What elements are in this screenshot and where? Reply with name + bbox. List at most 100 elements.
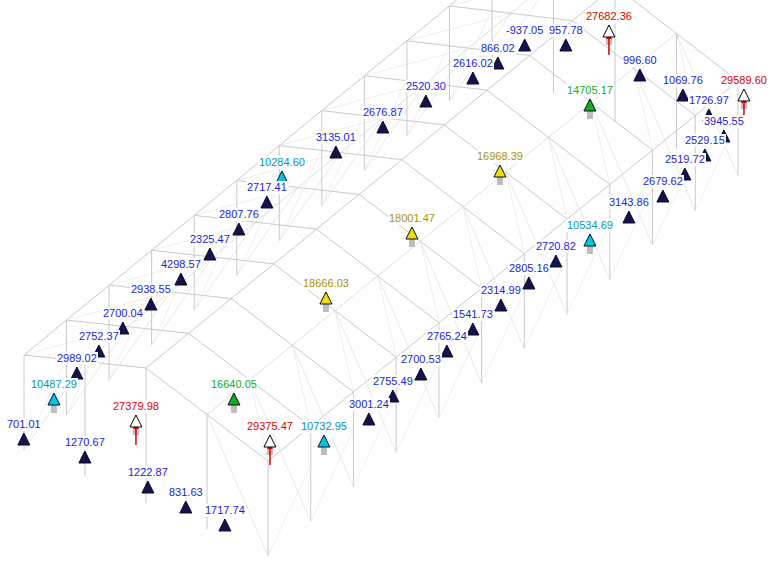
reaction-value: 2700.53 <box>400 353 442 366</box>
rafter-line <box>359 194 481 288</box>
support-triangle <box>738 89 750 101</box>
reaction-value: 10534.69 <box>566 219 614 232</box>
reaction-value: 3143.86 <box>608 196 650 209</box>
wall-brace-line <box>268 464 311 556</box>
eave-line <box>152 215 195 250</box>
reaction-value: 831.63 <box>168 486 204 499</box>
support-triangle <box>228 393 240 405</box>
support-triangle <box>560 39 572 51</box>
wall-brace-line <box>567 223 610 315</box>
brace-line <box>364 83 425 171</box>
support-triangle <box>330 146 342 158</box>
wall-brace-line <box>311 430 354 522</box>
support-triangle <box>363 413 375 425</box>
support-triangle <box>523 277 535 289</box>
support-base <box>409 239 415 247</box>
reaction-value: 1717.74 <box>204 504 246 517</box>
support-triangle <box>415 368 427 380</box>
rafter-line <box>402 160 525 254</box>
reaction-value: 2938.55 <box>130 283 172 296</box>
support-base <box>51 405 57 413</box>
reaction-value: 2529.15 <box>684 134 726 147</box>
column-line <box>567 219 568 314</box>
reaction-value: 29375.47 <box>246 420 294 433</box>
bracing-line <box>237 153 341 181</box>
reaction-arrow <box>269 447 271 465</box>
bracing-line <box>24 327 128 355</box>
eave-line <box>567 185 610 220</box>
support-triangle <box>48 393 60 405</box>
support-triangle <box>441 345 453 357</box>
brace-line <box>463 207 524 349</box>
bracing-line <box>109 257 213 285</box>
support-triangle <box>320 292 332 304</box>
support-base <box>321 447 327 455</box>
support-triangle <box>142 481 154 493</box>
support-triangle <box>657 190 669 202</box>
reaction-arrow <box>608 37 610 55</box>
reaction-value: 957.78 <box>548 24 584 37</box>
support-triangle <box>18 433 30 445</box>
purlin-line <box>292 311 335 346</box>
reaction-value: 2700.04 <box>102 307 144 320</box>
reaction-value: 2676.87 <box>362 106 404 119</box>
reaction-value: 2519.72 <box>664 153 706 166</box>
support-triangle <box>175 273 187 285</box>
support-triangle <box>420 95 432 107</box>
reaction-value: 2717.41 <box>246 181 288 194</box>
ridge-line <box>274 229 317 264</box>
reaction-value: 10284.60 <box>258 156 306 169</box>
support-base <box>323 304 329 312</box>
wall-brace-line <box>24 358 67 450</box>
support-triangle <box>495 299 507 311</box>
column-line <box>449 6 450 101</box>
purlin-line <box>548 103 591 138</box>
reaction-value: 10487.29 <box>30 378 78 391</box>
ridge-line <box>189 299 232 334</box>
column-line <box>364 76 365 171</box>
rafter-line <box>317 229 439 323</box>
support-base <box>231 405 237 413</box>
reaction-value: 27379.98 <box>112 400 160 413</box>
support-triangle <box>204 248 216 260</box>
gable-column <box>676 34 677 149</box>
support-triangle <box>634 69 646 81</box>
support-triangle <box>318 435 330 447</box>
wall-brace-line <box>653 154 696 246</box>
brace-line <box>292 345 353 487</box>
reaction-value: -937.05 <box>505 24 544 37</box>
bracing-line <box>152 222 256 250</box>
reaction-value: 3135.01 <box>315 131 357 144</box>
reaction-value: 18666.03 <box>302 277 350 290</box>
support-triangle <box>145 298 157 310</box>
support-triangle <box>406 227 418 239</box>
rafter-line <box>274 264 396 358</box>
ridge-line <box>317 194 360 229</box>
brace-line <box>207 415 268 557</box>
support-base <box>587 246 593 254</box>
support-triangle <box>494 165 506 177</box>
reaction-value: 10732.95 <box>300 420 348 433</box>
wall-brace-line <box>237 184 280 276</box>
rafter-line <box>444 125 567 219</box>
column-line <box>481 288 482 383</box>
reaction-value: 2805.16 <box>508 262 550 275</box>
support-triangle <box>130 415 142 427</box>
wall-brace-line <box>482 292 525 384</box>
support-base <box>497 177 503 185</box>
column-line <box>396 357 397 452</box>
brace-line <box>152 257 213 345</box>
column-line <box>738 81 739 176</box>
eave-line <box>109 250 152 285</box>
ridge-line <box>444 90 487 125</box>
rafter-line <box>189 333 311 426</box>
support-triangle <box>467 323 479 335</box>
eave-line <box>407 6 450 41</box>
bracing-line <box>279 118 383 146</box>
reaction-value: 3001.24 <box>348 398 390 411</box>
reaction-value: 2989.02 <box>56 352 98 365</box>
column-line <box>321 111 322 206</box>
support-triangle <box>603 25 615 37</box>
